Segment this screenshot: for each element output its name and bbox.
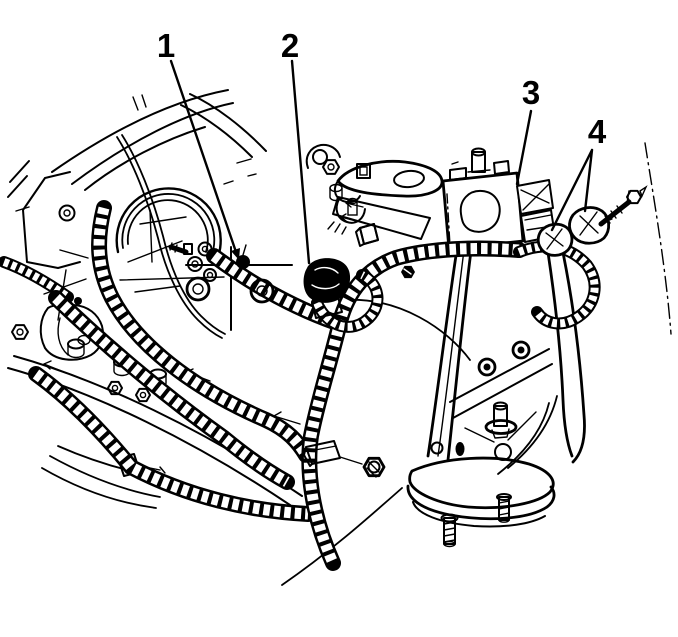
case-edge-hidden-line <box>644 142 672 335</box>
mount-center-bolt <box>484 401 518 439</box>
crossmember-line <box>281 487 403 586</box>
leader-arrowhead-1 <box>231 248 240 260</box>
harness-connector-pair <box>536 206 613 257</box>
mount-stud <box>440 513 459 548</box>
loop-bolt <box>168 242 193 255</box>
transmission-mount-bracket <box>406 241 586 548</box>
mount-stud <box>496 493 512 523</box>
relay-box <box>441 147 556 251</box>
harness-clip <box>359 223 415 279</box>
bracket-bolt <box>477 357 497 377</box>
harness-grommet <box>185 244 275 304</box>
corrugated-harness-tubes <box>0 200 601 571</box>
mounting-bolt <box>598 185 648 227</box>
leader-line-1 <box>169 59 238 254</box>
hex-bolts-left <box>11 324 151 403</box>
callout-1: 1 <box>157 27 175 64</box>
lift-bracket <box>305 143 469 247</box>
leader-line-4 <box>550 148 594 232</box>
smooth-cables <box>41 134 471 586</box>
leader-line-2 <box>290 59 311 265</box>
relay-box-hardware <box>449 147 510 181</box>
harness-loop <box>115 187 222 282</box>
harness-bracket-nut <box>303 440 386 478</box>
callouts: 1 2 3 4 <box>157 27 607 265</box>
callout-4: 4 <box>588 113 607 150</box>
harness-connector <box>303 258 351 319</box>
bracket-bolt <box>511 340 531 360</box>
leader-line-3 <box>515 109 533 186</box>
mount-base <box>406 395 558 528</box>
callout-3: 3 <box>522 74 540 111</box>
callout-2: 2 <box>281 27 299 64</box>
